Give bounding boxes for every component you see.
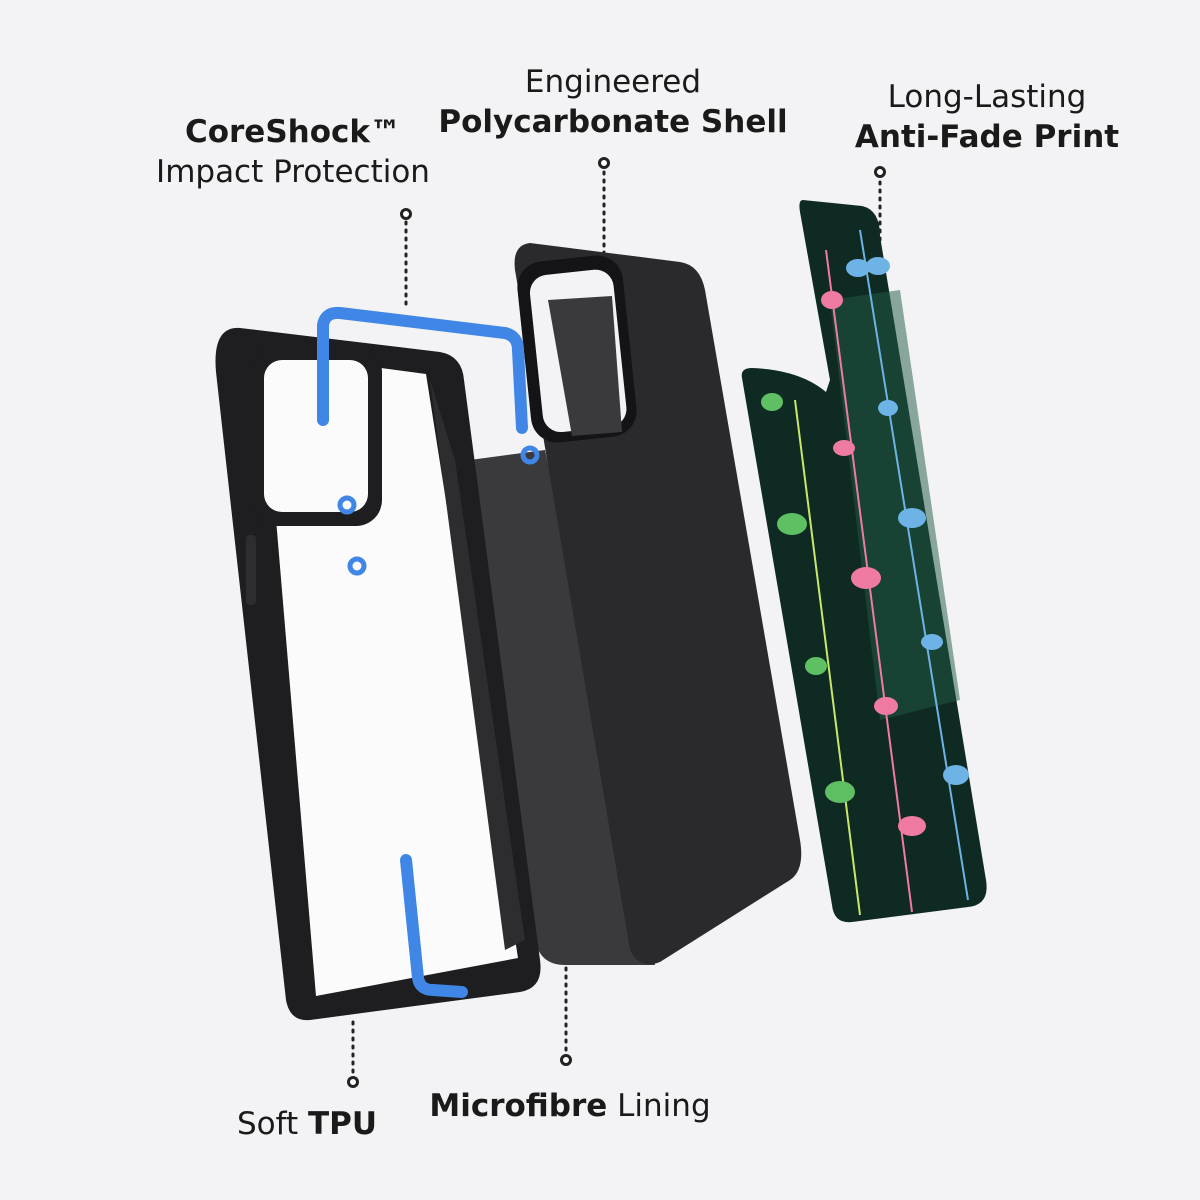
print-pre: Long-Lasting (887, 79, 1087, 115)
coreshock-label: CoreShock™ Impact Protection (156, 112, 430, 192)
bow-icons (761, 257, 969, 836)
coreshock-inserts (317, 306, 540, 998)
coreshock-subtitle: Impact Protection (156, 154, 430, 190)
tpu-title: TPU (307, 1106, 378, 1142)
tpu-pre: Soft (236, 1106, 299, 1142)
polycarbonate-shell (514, 243, 802, 965)
microfibre-lining (455, 450, 655, 965)
shell-title: Polycarbonate Shell (438, 104, 788, 140)
lining-label: Microfibre Lining (429, 1086, 710, 1126)
lining-title: Microfibre (429, 1088, 608, 1124)
print-label: Long-Lasting Anti-Fade Print (855, 77, 1119, 157)
soft-tpu-bumper (215, 327, 541, 1021)
shell-pre: Engineered (524, 64, 702, 100)
coreshock-title: CoreShock™ (184, 114, 402, 150)
shell-label: Engineered Polycarbonate Shell (438, 62, 787, 142)
anti-fade-print-panel (741, 200, 987, 923)
print-title: Anti-Fade Print (854, 119, 1120, 155)
lining-post: Lining (617, 1088, 711, 1124)
tpu-label: Soft TPU (237, 1104, 377, 1144)
